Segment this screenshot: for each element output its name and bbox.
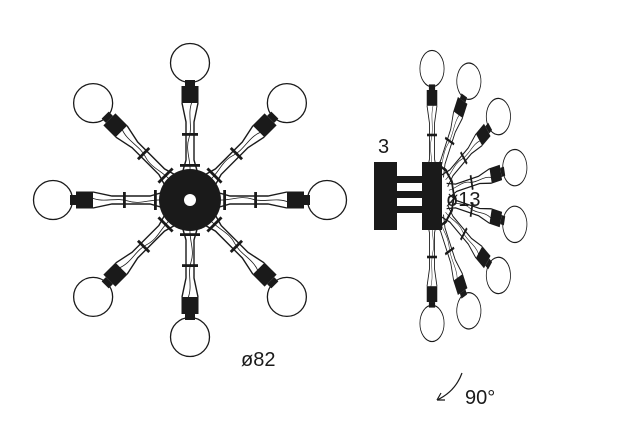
curved-arrow-icon [436, 372, 463, 401]
front-arm-7 [169, 225, 211, 358]
side-arm-6 [436, 196, 517, 302]
front-arm-1 [32, 179, 165, 221]
canopy-plate [374, 162, 397, 230]
rotation-label: 90° [465, 387, 495, 409]
front-arm-4 [193, 74, 316, 197]
hub-hole [184, 194, 196, 206]
depth-label: 3 [378, 136, 389, 158]
side-arm-3 [436, 90, 517, 196]
canopy-diameter-label: ø13 [446, 189, 480, 211]
front-view [32, 42, 348, 358]
fixture-diameter-label: ø82 [241, 349, 275, 371]
side-arm-1 [419, 49, 445, 173]
side-hub [422, 162, 442, 230]
front-arm-2 [64, 74, 187, 197]
front-arm-8 [64, 203, 187, 326]
front-arm-6 [193, 203, 316, 326]
side-view [374, 49, 530, 343]
front-arm-5 [215, 179, 348, 221]
front-arm-3 [169, 42, 211, 175]
side-arm-8 [419, 219, 445, 343]
